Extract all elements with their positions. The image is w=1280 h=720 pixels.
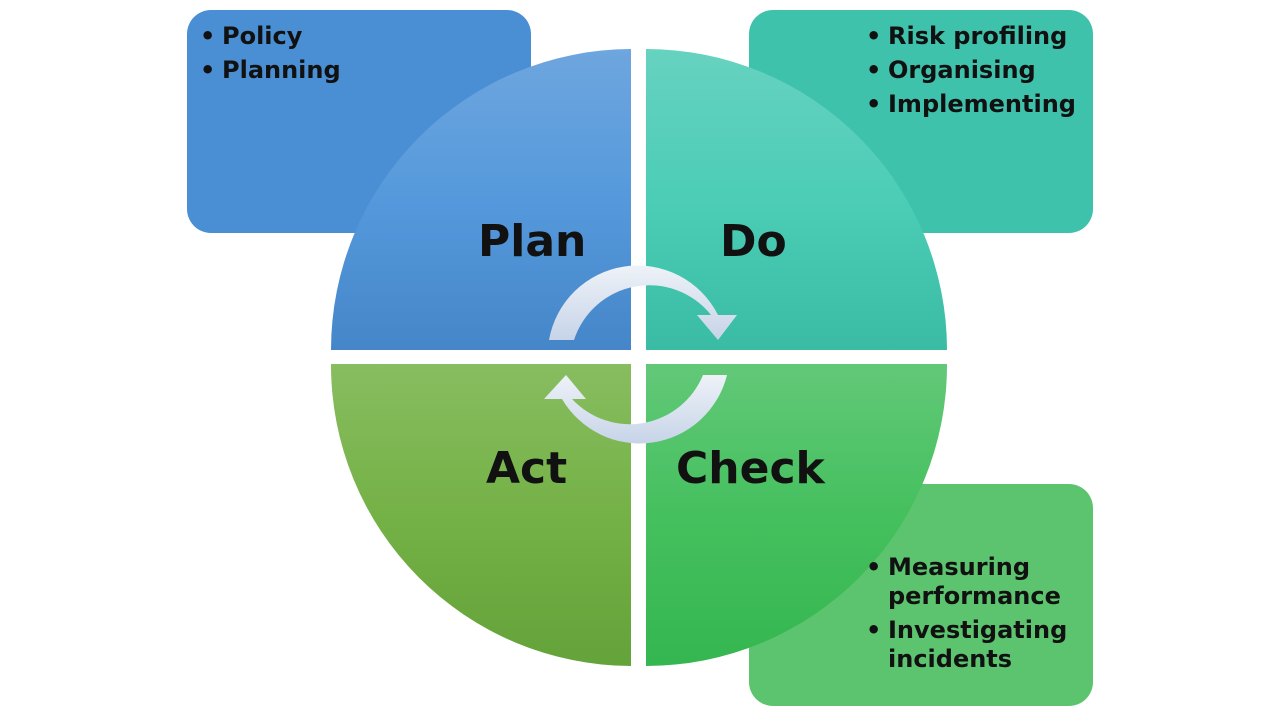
plan-detail-item: Planning (200, 56, 500, 85)
act-quadrant (330, 364, 631, 666)
cycle-arrow-bottom-icon (544, 375, 727, 444)
check-detail-item: Measuring performance (866, 553, 1086, 611)
plan-detail-item: Policy (200, 22, 500, 51)
do-details-list: Risk profiling Organising Implementing (866, 22, 1086, 124)
check-quadrant (646, 364, 948, 666)
do-detail-item: Risk profiling (866, 22, 1086, 51)
plan-quadrant (331, 49, 631, 350)
act-label: Act (486, 443, 568, 494)
do-label: Do (720, 216, 787, 267)
do-detail-item: Implementing (866, 90, 1086, 119)
plan-label: Plan (478, 216, 587, 267)
check-label: Check (676, 443, 825, 494)
cycle-arrow-top-icon (549, 265, 737, 340)
plan-details-list: Policy Planning (200, 22, 500, 90)
check-details-list: Measuring performance Investigating inci… (866, 553, 1086, 679)
do-quadrant (646, 49, 947, 350)
do-detail-item: Organising (866, 56, 1086, 85)
check-detail-item: Investigating incidents (866, 616, 1086, 674)
